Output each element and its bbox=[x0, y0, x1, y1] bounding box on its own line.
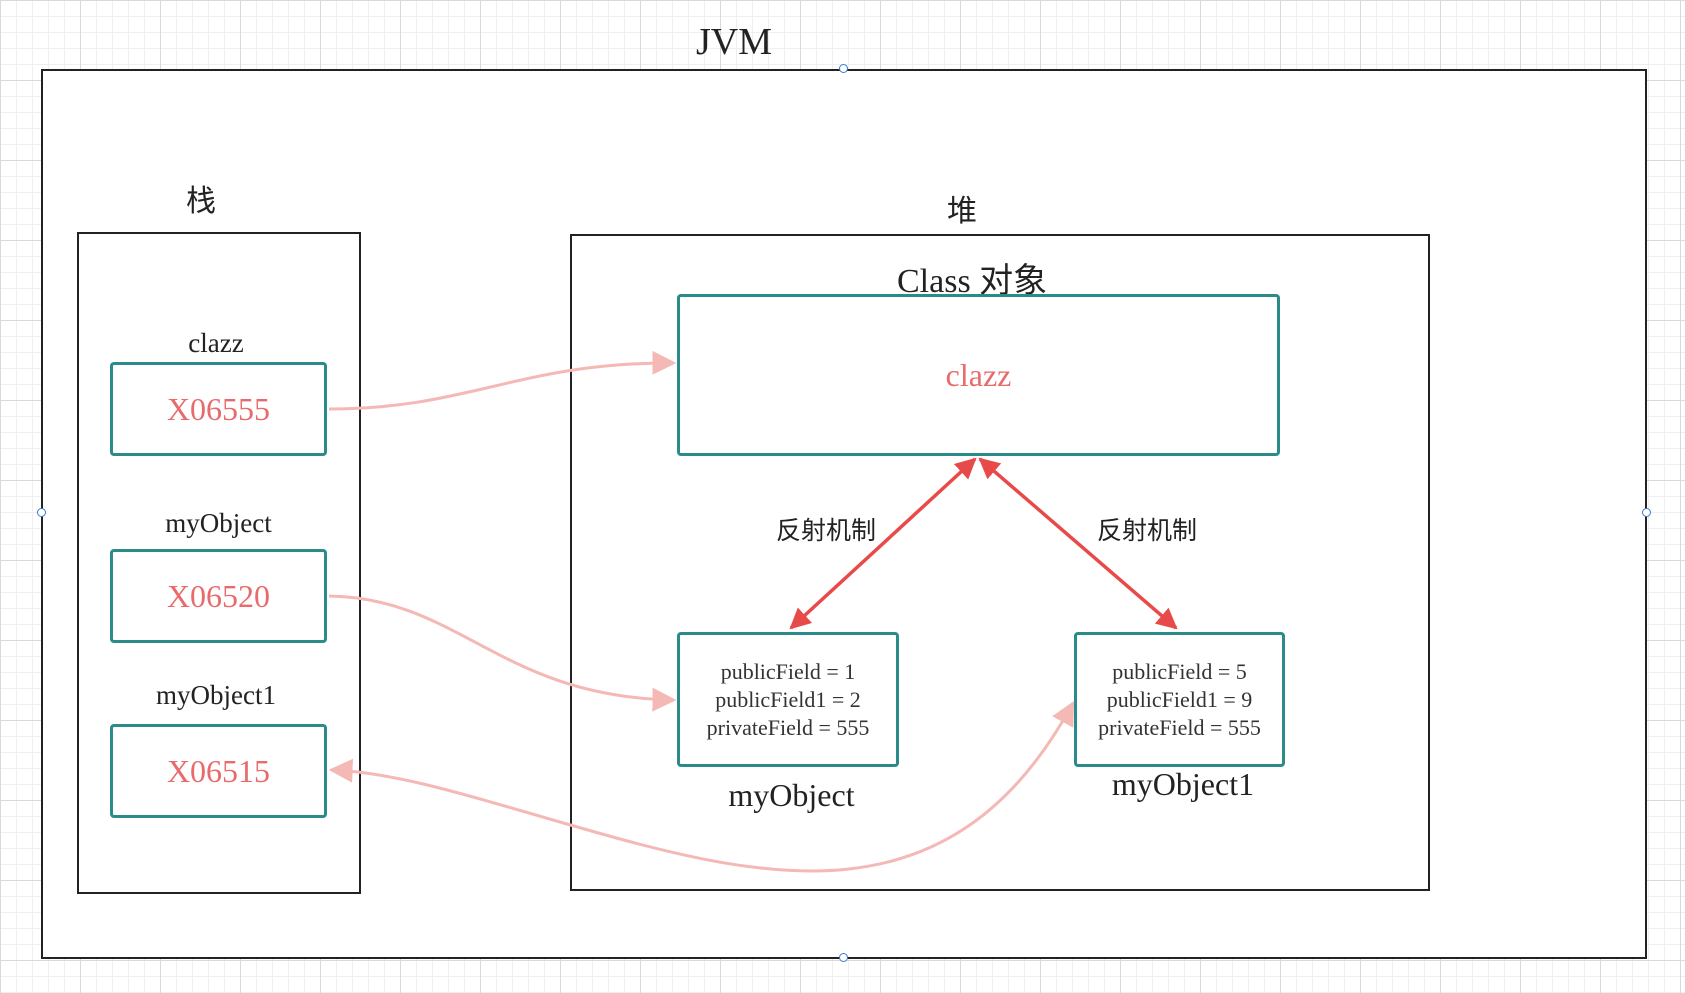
field-entry: publicField1 = 9 bbox=[1106, 686, 1253, 712]
heap-title: 堆 bbox=[947, 194, 977, 229]
stack-entry-cell[interactable]: X06515 bbox=[110, 724, 327, 818]
reflection-label-right: 反射机制 bbox=[1097, 516, 1198, 545]
stack-entry-cell[interactable]: X06555 bbox=[110, 362, 327, 456]
class-object-value: clazz bbox=[945, 356, 1012, 393]
selection-handle-left[interactable] bbox=[37, 508, 46, 517]
selection-handle-top[interactable] bbox=[839, 64, 848, 73]
field-entry: privateField = 555 bbox=[1098, 714, 1261, 740]
jvm-title: JVM bbox=[696, 21, 773, 63]
field-list: publicField = 5 publicField1 = 9 private… bbox=[1098, 659, 1261, 741]
field-entry: publicField = 5 bbox=[1112, 658, 1247, 684]
heap-object-label: myObject1 bbox=[1111, 766, 1255, 802]
heap-object-label: myObject bbox=[728, 777, 855, 813]
stack-entry-cell[interactable]: X06520 bbox=[110, 549, 327, 643]
field-entry: publicField = 1 bbox=[720, 658, 856, 684]
heap-object-box[interactable]: publicField = 5 publicField1 = 9 private… bbox=[1074, 632, 1285, 767]
class-object-title: Class 对象 bbox=[897, 263, 1048, 300]
selection-handle-right[interactable] bbox=[1642, 508, 1651, 517]
selection-handle-bottom[interactable] bbox=[839, 953, 848, 962]
stack-entry-label: myObject1 bbox=[156, 680, 276, 710]
reflection-label-left: 反射机制 bbox=[776, 516, 877, 545]
reference-address: X06555 bbox=[166, 390, 271, 427]
reference-address: X06520 bbox=[166, 577, 271, 614]
stack-entry-label: clazz bbox=[188, 328, 244, 358]
reference-address: X06515 bbox=[166, 752, 271, 789]
field-entry: publicField1 = 2 bbox=[715, 686, 861, 712]
field-list: publicField = 1 publicField1 = 2 private… bbox=[707, 659, 870, 741]
stack-title: 栈 bbox=[186, 184, 216, 219]
field-entry: privateField = 555 bbox=[706, 714, 870, 740]
stack-entry-label: myObject bbox=[165, 508, 272, 538]
class-object-box[interactable]: clazz bbox=[677, 294, 1280, 456]
heap-object-box[interactable]: publicField = 1 publicField1 = 2 private… bbox=[677, 632, 899, 767]
